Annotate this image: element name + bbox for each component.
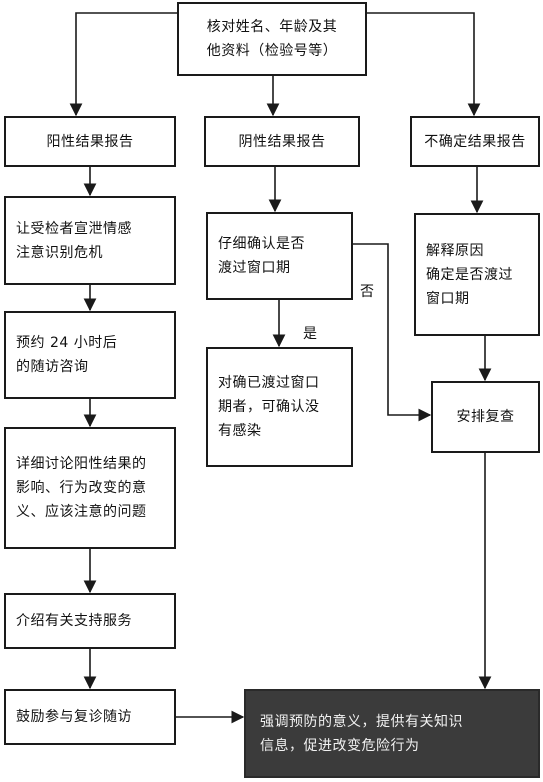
prevention-education-text: 强调预防的意义，提供有关知识 信息，促进改变危险行为 xyxy=(260,713,463,754)
support-services-box: 介绍有关支持服务 xyxy=(4,593,176,649)
arrow-verify-to-positive xyxy=(69,12,177,117)
edge-label-yes: 是 xyxy=(303,326,317,342)
window-period-check-text: 仔细确认是否 渡过窗口期 xyxy=(218,236,305,276)
vent-emotions-box: 让受检者宣泄情感 注意识别危机 xyxy=(4,196,176,285)
arrange-recheck-box: 安排复查 xyxy=(431,381,540,453)
negative-report-box: 阴性结果报告 xyxy=(204,116,360,167)
uncertain-report-box: 不确定结果报告 xyxy=(410,116,540,167)
followup-24h-box: 预约 24 小时后 的随访咨询 xyxy=(4,311,176,399)
no-infection-text: 对确已渡过窗口 期者，可确认没 有感染 xyxy=(218,375,320,439)
discuss-positive-text: 详细讨论阳性结果的 影响、行为改变的意 义、应该注意的问题 xyxy=(16,456,147,520)
verify-info-box: 核对姓名、年龄及其 他资料（检验号等） xyxy=(177,2,367,76)
edge-label-no: 否 xyxy=(360,284,374,300)
vent-emotions-text: 让受检者宣泄情感 注意识别危机 xyxy=(16,220,132,261)
arrow-verify-to-uncertain xyxy=(365,12,481,117)
positive-report-text: 阳性结果报告 xyxy=(46,133,134,150)
discuss-positive-box: 详细讨论阳性结果的 影响、行为改变的意 义、应该注意的问题 xyxy=(4,427,176,549)
negative-report-text: 阴性结果报告 xyxy=(238,133,326,150)
prevention-education-box: 强调预防的意义，提供有关知识 信息，促进改变危险行为 xyxy=(244,689,540,778)
support-services-text: 介绍有关支持服务 xyxy=(16,613,132,629)
verify-info-text: 核对姓名、年龄及其 他资料（检验号等） xyxy=(206,19,338,59)
explain-reason-box: 解释原因 确定是否渡过 窗口期 xyxy=(414,213,540,336)
encourage-followup-box: 鼓励参与复诊随访 xyxy=(4,689,176,745)
window-period-check-box: 仔细确认是否 渡过窗口期 xyxy=(206,212,353,300)
followup-24h-text: 预约 24 小时后 的随访咨询 xyxy=(16,335,118,375)
uncertain-report-text: 不确定结果报告 xyxy=(424,133,526,150)
arrange-recheck-text: 安排复查 xyxy=(456,409,515,425)
positive-report-box: 阳性结果报告 xyxy=(4,116,176,167)
explain-reason-text: 解释原因 确定是否渡过 窗口期 xyxy=(426,242,513,307)
arrow-neg1-to-recheck-no xyxy=(352,243,432,422)
encourage-followup-text: 鼓励参与复诊随访 xyxy=(16,709,132,725)
no-infection-box: 对确已渡过窗口 期者，可确认没 有感染 xyxy=(206,347,353,467)
